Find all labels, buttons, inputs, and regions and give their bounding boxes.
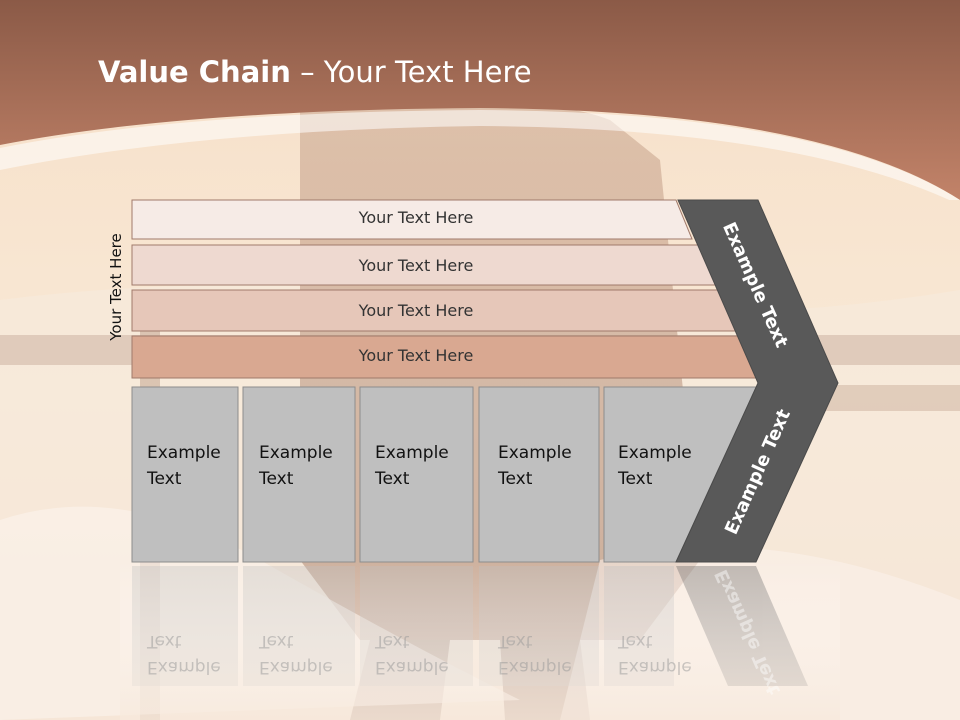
activity-box-1[interactable] <box>131 386 239 563</box>
header-band <box>0 0 960 200</box>
band-label-4: Your Text Here <box>358 346 474 365</box>
reflection-fade <box>120 560 840 720</box>
band-label-2: Your Text Here <box>358 256 474 275</box>
activity-box-4[interactable] <box>478 386 600 563</box>
activity-box-2[interactable] <box>242 386 356 563</box>
activity-box-3[interactable] <box>359 386 474 563</box>
page-title: Value Chain – Your Text Here <box>98 55 532 89</box>
band-label-3: Your Text Here <box>358 301 474 320</box>
band-1[interactable] <box>131 199 693 240</box>
band-label-1: Your Text Here <box>358 208 474 227</box>
